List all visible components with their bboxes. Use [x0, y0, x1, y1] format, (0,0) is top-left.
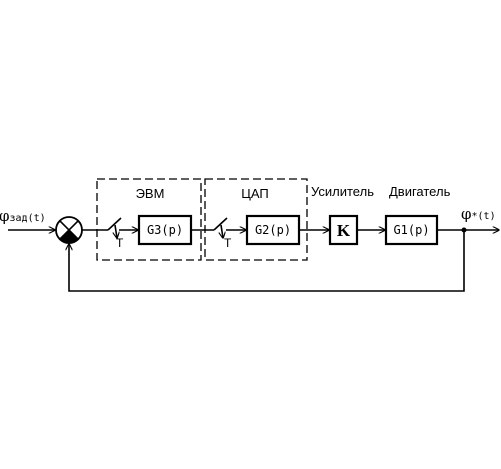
- sampler-1-period: T: [116, 236, 124, 250]
- g2-block-label: G2(p): [255, 223, 291, 237]
- feedback-wire: [69, 230, 465, 292]
- g1-block: [384, 214, 439, 246]
- amplifier-label: Усилитель: [311, 184, 374, 199]
- evm-label: ЭВМ: [136, 186, 165, 201]
- g3-block-label: G3(p): [147, 223, 183, 237]
- summing-junction: [55, 216, 83, 244]
- g2-block: [245, 214, 301, 246]
- motor-label: Двигатель: [389, 184, 451, 199]
- cap-group-box: [204, 178, 308, 261]
- g3-block: [137, 214, 193, 246]
- sampler-2-period: T: [224, 236, 232, 250]
- k-block-label: K: [337, 221, 351, 240]
- cap-label: ЦАП: [241, 186, 269, 201]
- sampler-2-switch: [213, 217, 228, 238]
- g1-block-label: G1(p): [393, 223, 429, 237]
- output-signal-label: φ*(t): [461, 205, 496, 223]
- evm-group-box: [96, 178, 202, 261]
- input-signal-label: φзад(t): [0, 207, 46, 225]
- sampler-1-switch: [107, 217, 122, 238]
